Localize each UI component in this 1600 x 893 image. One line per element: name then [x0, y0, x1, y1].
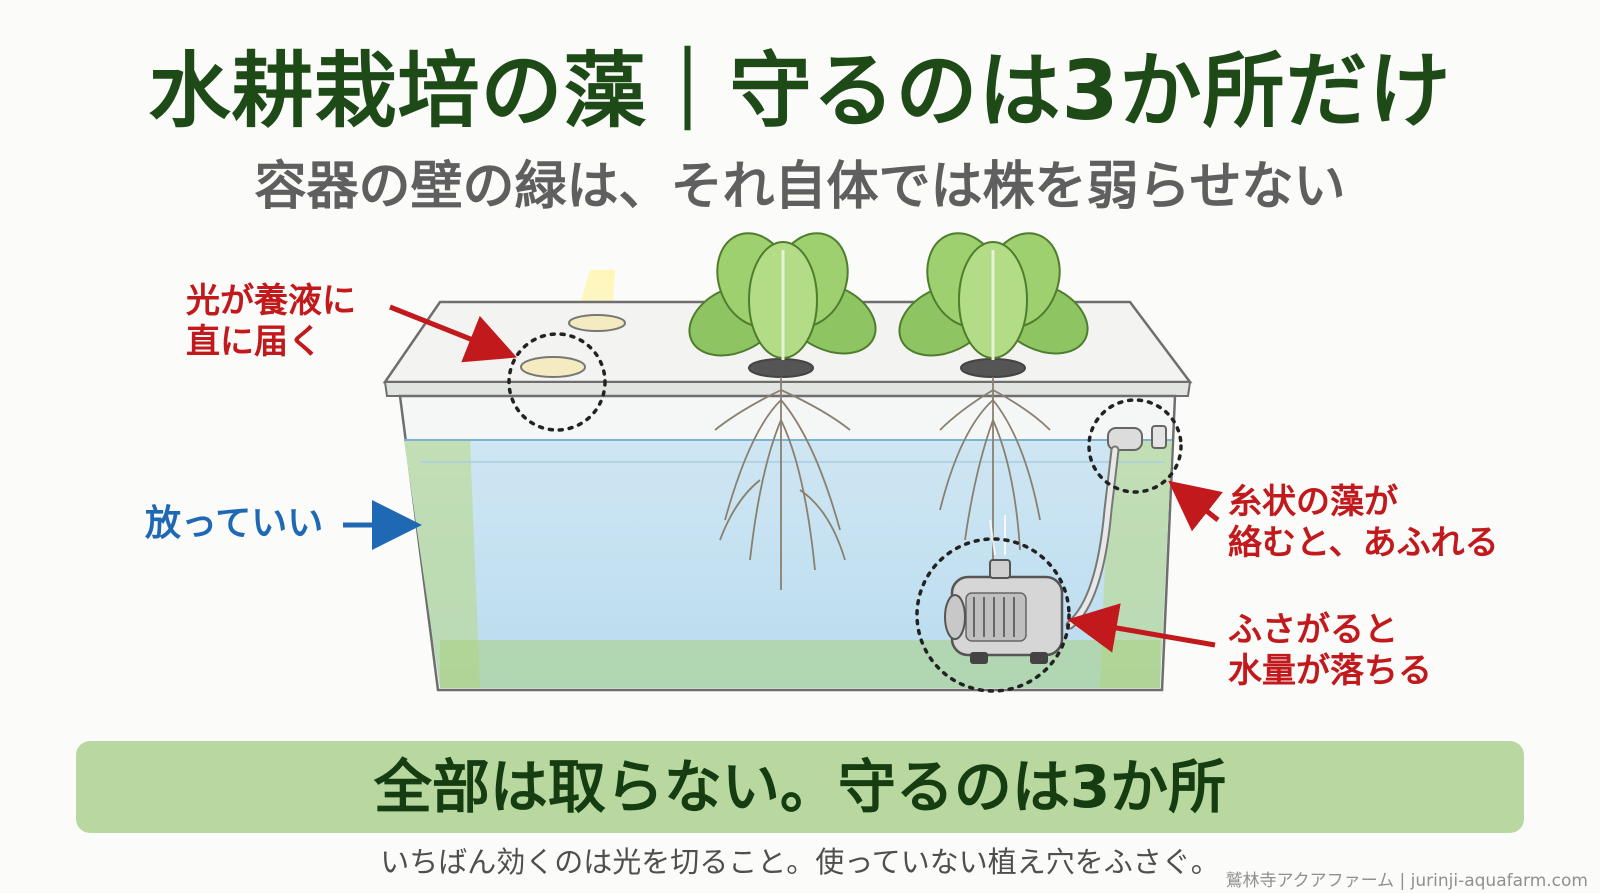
arrow-pump [1067, 603, 1216, 653]
outlet-elbow [1107, 427, 1143, 451]
lettuce-plant-left [688, 232, 877, 360]
roots-left-plant [714, 377, 851, 590]
callout-outlet-line2: 絡むと、あふれる [1228, 522, 1499, 563]
callout-pump-line2: 水量が落ちる [1228, 650, 1432, 691]
callout-outlet: 糸状の藻が 絡むと、あふれる [1228, 482, 1499, 564]
summary-banner-text: 全部は取らない。守るのは3か所 [373, 753, 1227, 821]
page-title: 水耕栽培の藻｜守るのは3か所だけ [148, 44, 1452, 139]
planting-hole-left [748, 358, 814, 378]
outlet-nozzle [1151, 425, 1167, 449]
algae-left-wall [404, 440, 480, 688]
callout-wall: 放っていい [145, 503, 324, 544]
callout-pump-line1: ふさがると [1228, 610, 1398, 650]
arrow-light [389, 304, 517, 363]
highlight-planting-hole [507, 332, 607, 432]
footer-note: いちばん効くのは光を切ること。使っていない植え穴をふさぐ。 [380, 845, 1220, 879]
roots-right-plant [939, 377, 1051, 560]
lettuce-plant-right [898, 232, 1089, 360]
callout-outlet-line1: 糸状の藻が [1228, 482, 1398, 522]
arrow-outlet [1168, 480, 1223, 532]
empty-planting-hole-front [520, 356, 586, 378]
highlight-outlet [1087, 398, 1183, 494]
callout-light: 光が養液に 直に届く [186, 281, 356, 363]
callout-light-line2: 直に届く [186, 321, 322, 362]
summary-banner: 全部は取らない。守るのは3か所 [76, 741, 1524, 833]
planting-hole-right [960, 358, 1026, 378]
pump-flow-lines [989, 515, 1006, 556]
callout-light-line1: 光が養液に [186, 281, 356, 321]
water-pump [944, 559, 1064, 664]
empty-planting-hole-back [568, 314, 626, 332]
page-subtitle: 容器の壁の緑は、それ自体では株を弱らせない [254, 157, 1346, 217]
callout-pump: ふさがると 水量が落ちる [1228, 610, 1432, 692]
footer-credit: 鷲林寺アクアファーム | jurinji-aquafarm.com [1225, 871, 1588, 891]
